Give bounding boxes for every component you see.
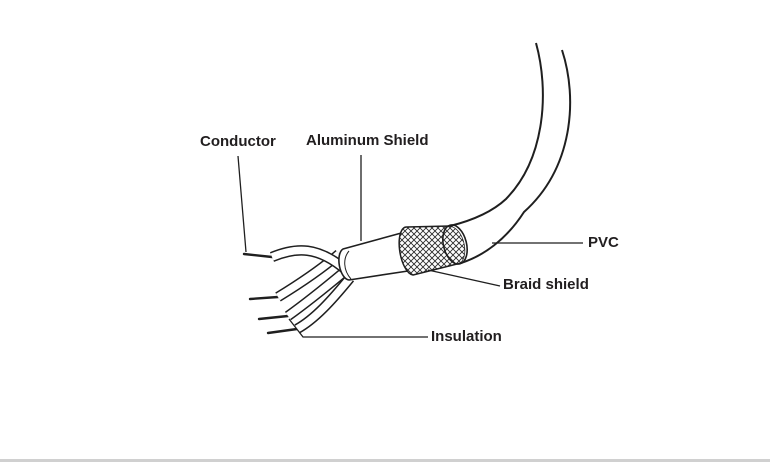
conductor-tips xyxy=(242,252,299,335)
aluminum-shield-label: Aluminum Shield xyxy=(306,132,429,149)
leader-braid xyxy=(427,269,501,287)
leader-conductor xyxy=(237,155,247,253)
aluminum-shield-shape xyxy=(338,231,409,281)
leader-lines xyxy=(237,155,583,338)
braid-shield-label: Braid shield xyxy=(503,276,589,293)
braid-shield-shape xyxy=(398,225,466,276)
insulation-label: Insulation xyxy=(431,328,502,345)
conductor-label: Conductor xyxy=(200,133,276,150)
leader-insulation xyxy=(288,318,428,338)
insulated-wires xyxy=(269,245,355,334)
pvc-jacket-shape xyxy=(442,42,572,265)
bottom-divider xyxy=(0,459,770,462)
pvc-label: PVC xyxy=(588,234,619,251)
